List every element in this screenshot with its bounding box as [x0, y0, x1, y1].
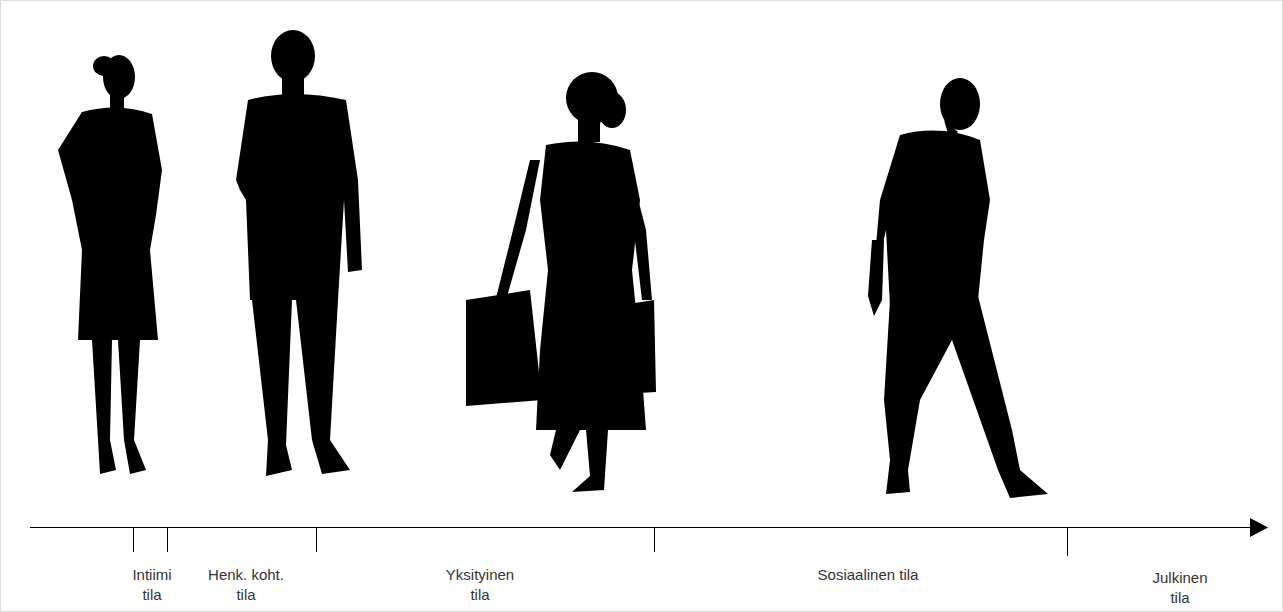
axis-tick	[167, 527, 168, 552]
person-private	[466, 72, 656, 492]
zone-label: Sosiaalinen tila	[768, 565, 968, 585]
axis-tick	[1067, 527, 1068, 556]
person-social	[868, 78, 1048, 498]
zone-label: Julkinen tila	[1142, 568, 1218, 608]
axis-line	[30, 527, 1252, 528]
person-personal	[236, 30, 362, 476]
zone-label: Henk. koht. tila	[198, 565, 294, 605]
axis-arrowhead	[1250, 518, 1268, 537]
axis-tick	[654, 527, 655, 552]
person-intimate	[58, 55, 162, 474]
zone-label: Yksityinen tila	[435, 565, 525, 605]
distance-axis	[30, 527, 1252, 556]
axis-tick	[316, 527, 317, 552]
zone-label: Intiimi tila	[121, 565, 183, 605]
axis-tick	[133, 527, 134, 552]
